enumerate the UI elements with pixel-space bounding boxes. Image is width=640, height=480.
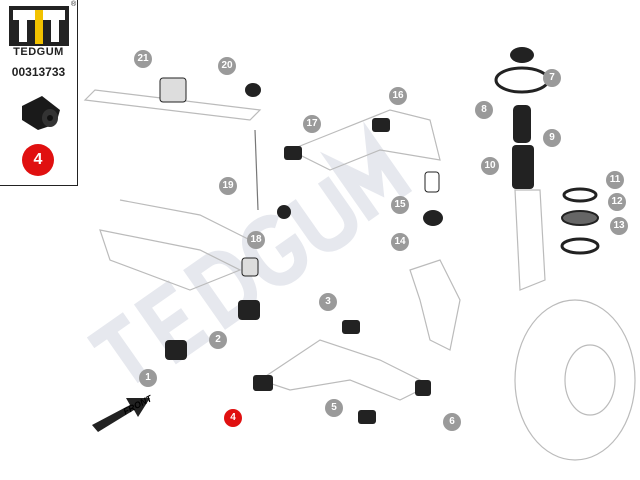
bushing-3 <box>342 320 360 334</box>
spring-seat-13 <box>560 237 600 255</box>
callout-3[interactable]: 3 <box>319 293 337 311</box>
callout-9[interactable]: 9 <box>543 129 561 147</box>
bushing-product-image <box>22 96 60 130</box>
ball-joint-15 <box>424 171 440 193</box>
callout-13[interactable]: 13 <box>610 217 628 235</box>
registered-mark: ® <box>71 1 77 8</box>
part-number: 00313733 <box>11 65 66 79</box>
front-arrow-icon <box>92 398 150 432</box>
coil-spring <box>514 189 546 291</box>
callout-8[interactable]: 8 <box>475 101 493 119</box>
link-end <box>277 205 291 219</box>
callout-18[interactable]: 18 <box>247 231 265 249</box>
lower-control-arm <box>258 339 432 401</box>
subframe <box>99 229 242 291</box>
bearing-12 <box>561 210 599 226</box>
callout-17[interactable]: 17 <box>303 115 321 133</box>
bearing-11 <box>562 187 598 203</box>
bushing-1 <box>165 340 187 360</box>
callout-6[interactable]: 6 <box>443 413 461 431</box>
callout-12[interactable]: 12 <box>608 193 626 211</box>
position-badge: 4 <box>22 144 54 176</box>
callout-10[interactable]: 10 <box>481 157 499 175</box>
bushing-18 <box>241 257 259 277</box>
ball-joint-14 <box>423 210 443 226</box>
strut-mount-8 <box>494 66 550 94</box>
stabilizer-bar <box>83 89 262 121</box>
bump-stop-9 <box>513 105 531 143</box>
callout-2[interactable]: 2 <box>209 331 227 349</box>
brand-name: TEDGUM <box>13 46 64 58</box>
steering-knuckle <box>409 259 461 351</box>
callout-19[interactable]: 19 <box>219 177 237 195</box>
callout-14[interactable]: 14 <box>391 233 409 251</box>
stabilizer-link <box>254 129 259 211</box>
bushing-2 <box>238 300 260 320</box>
bushing-6 <box>415 380 431 396</box>
callout-4-selected[interactable]: 4 <box>224 409 242 427</box>
callout-21[interactable]: 21 <box>134 50 152 68</box>
bushing-5 <box>358 410 376 424</box>
link-end-20 <box>245 83 261 97</box>
tedgum-logo-icon <box>9 6 69 46</box>
bushing-4 <box>253 375 273 391</box>
stabilizer-bushing-21 <box>159 77 187 103</box>
callout-7[interactable]: 7 <box>543 69 561 87</box>
wheel-tire <box>514 299 636 461</box>
callout-11[interactable]: 11 <box>606 171 624 189</box>
strut-mount-7 <box>510 47 534 63</box>
callout-20[interactable]: 20 <box>218 57 236 75</box>
callout-5[interactable]: 5 <box>325 399 343 417</box>
product-info-panel: ® TEDGUM 00313733 4 <box>0 0 78 186</box>
dust-boot-10 <box>512 145 534 189</box>
upper-control-arm <box>288 109 441 171</box>
callout-16[interactable]: 16 <box>389 87 407 105</box>
bushing-17 <box>284 146 302 160</box>
bushing-16 <box>372 118 390 132</box>
callout-15[interactable]: 15 <box>391 196 409 214</box>
callout-1[interactable]: 1 <box>139 369 157 387</box>
